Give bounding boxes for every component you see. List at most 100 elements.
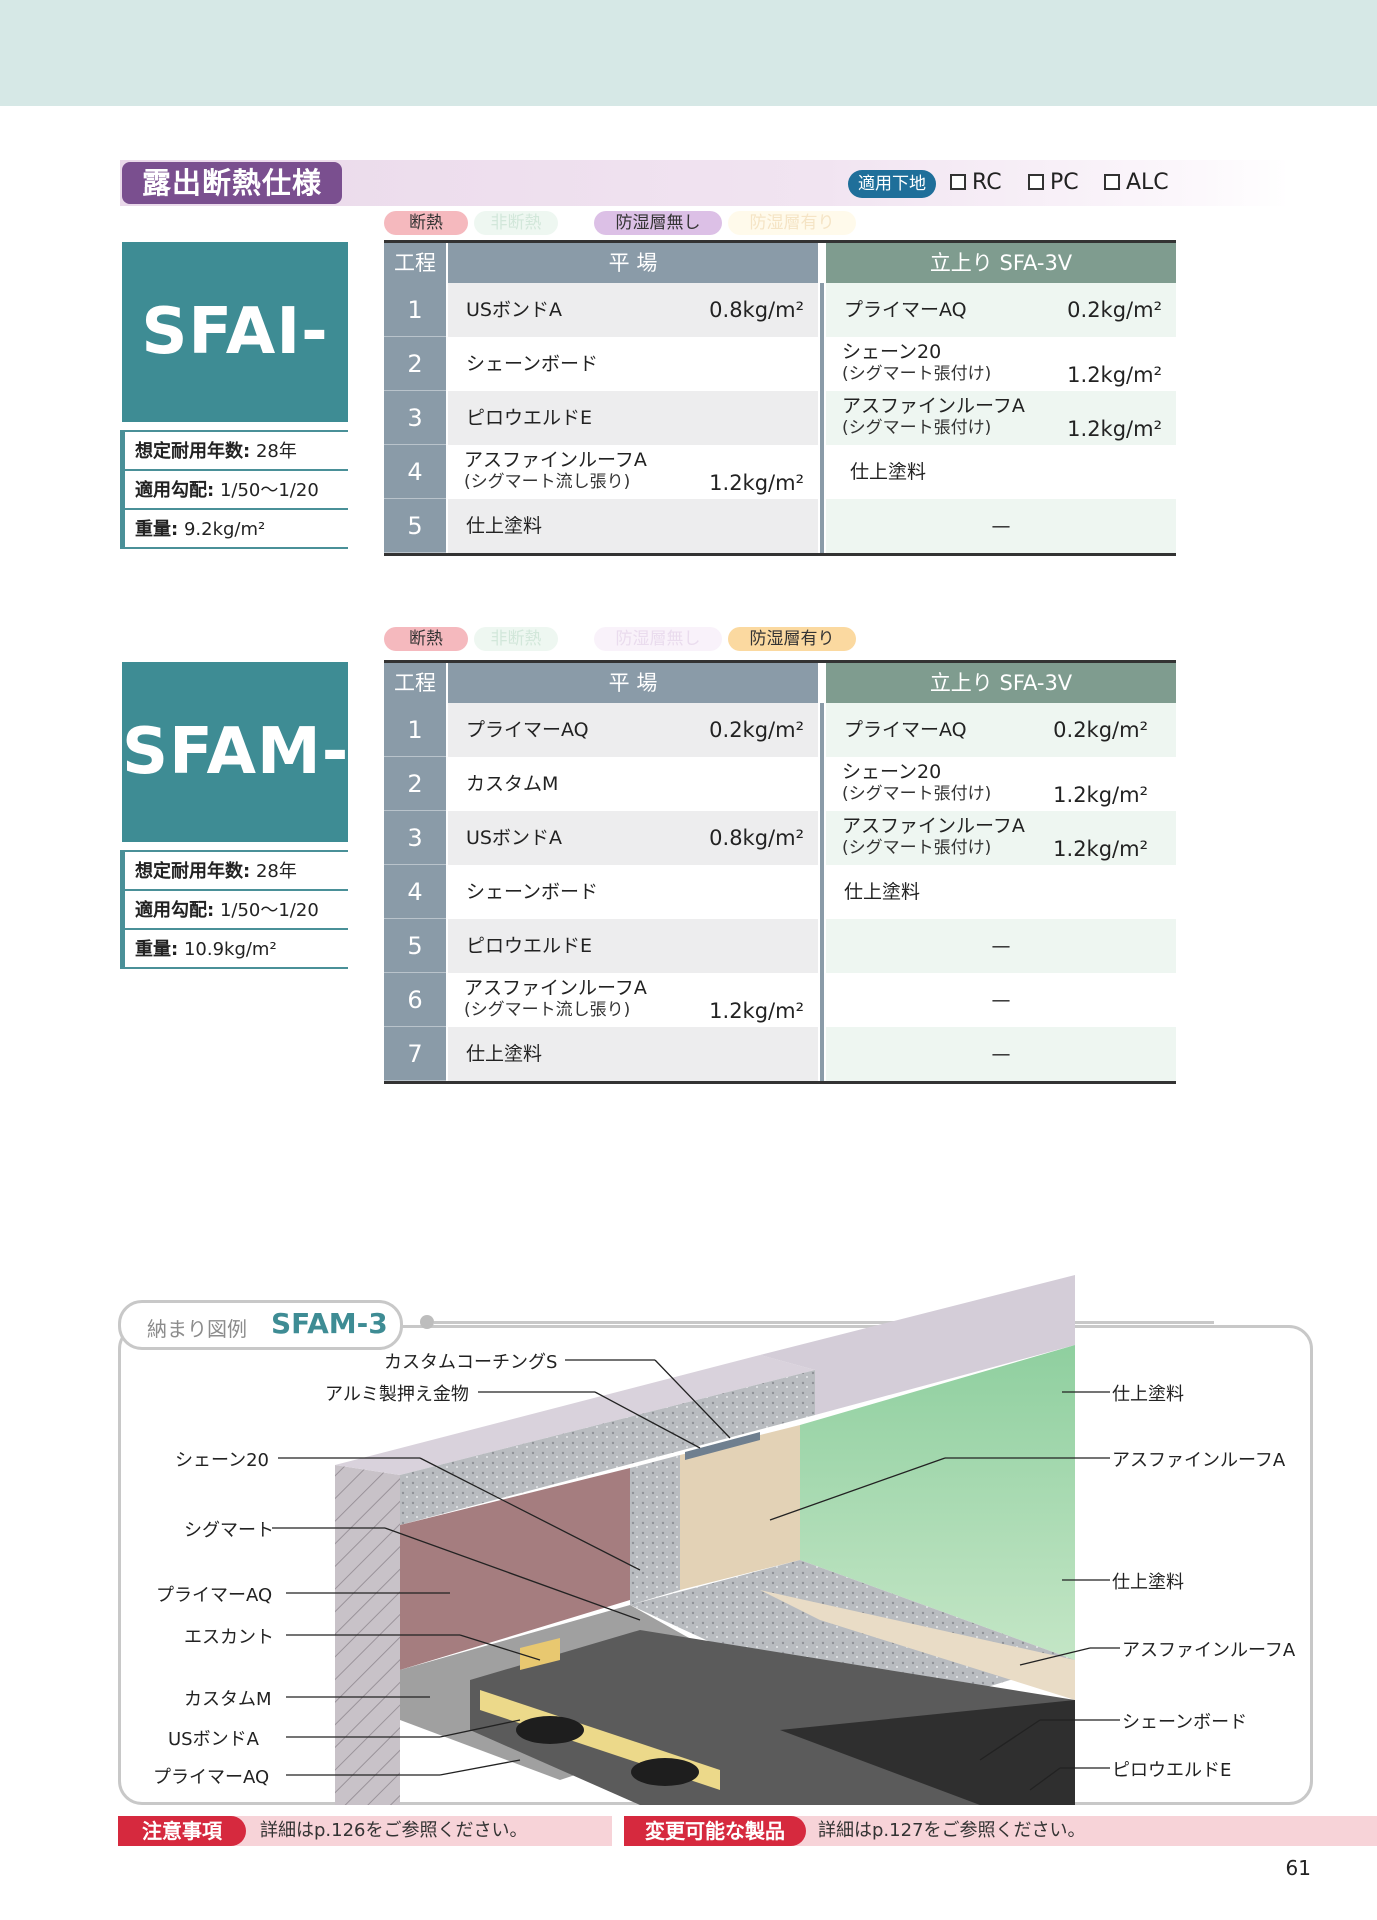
label-primer-aq-2: プライマーAQ [153,1767,270,1788]
step-number: 1 [384,703,446,757]
label-shane20: シェーン20 [175,1450,270,1471]
parapet-cap [335,1355,815,1475]
column-divider [818,865,826,919]
substrate-option-rc: RC [950,168,1002,198]
label-escant: エスカント [184,1627,274,1648]
label-custom-m: カスタムM [184,1689,272,1710]
upright-cell: — [826,499,1176,553]
finish-paint-upright [800,1345,1075,1660]
fixing-disc [631,1758,699,1786]
tag-vapor-barrier: 防湿層有り [728,211,856,235]
table-row: 2 シェーンボード シェーン20(シグマート張付け)1.2kg/m² [384,337,1176,391]
upright-cell: 仕上塗料 [826,445,1176,499]
upright-cell: シェーン20(シグマート張付け)1.2kg/m² [826,757,1176,811]
table-bottom-rule [384,553,1176,556]
coping [760,1275,1075,1415]
pillow-weld-layer [780,1700,1075,1805]
tag-insulated: 断熱 [384,627,468,651]
flat-sheet [760,1590,1075,1700]
flat-cell: ピロウエルドE [448,919,818,973]
checkbox-icon [1104,174,1120,190]
tag-non-insulated: 非断熱 [474,627,558,651]
header-step: 工程 [384,243,446,283]
info-row: 適用勾配: 1/50〜1/20 [125,471,348,510]
flat-cell: カスタムM [448,757,818,811]
product-name: SFAM-3 [122,662,348,969]
step-number: 6 [384,973,446,1027]
substrate-label: 適用下地 [848,170,936,198]
asphine-roof-upright [680,1425,800,1590]
table-row: 4 アスファインルーフA(シグマート流し張り)1.2kg/m² 仕上塗料 [384,445,1176,499]
substrate-option-pc: PC [1028,168,1079,198]
column-divider [818,811,826,865]
step-number: 3 [384,391,446,445]
aluminum-bar [685,1432,760,1460]
info-row: 適用勾配: 1/50〜1/20 [125,891,348,930]
header-upright: 立上り SFA-3V [826,243,1176,283]
info-row: 想定耐用年数: 28年 [125,432,348,471]
header-flat: 平 場 [448,663,818,703]
wall-face [400,1468,630,1670]
top-band [0,0,1377,106]
column-divider [818,445,826,499]
tag-no-vapor-barrier: 防湿層無し [594,211,722,235]
checkbox-icon [950,174,966,190]
step-number: 3 [384,811,446,865]
step-number: 5 [384,919,446,973]
substrate-option-alc: ALC [1104,168,1169,198]
note-text: 詳細はp.126をご参照ください。 [260,1820,528,1841]
label-sigmart: シグマート [184,1520,274,1541]
column-divider [818,919,826,973]
connector-dot [420,1315,434,1329]
table-row: 7 仕上塗料 — [384,1027,1176,1081]
tag-no-vapor-barrier: 防湿層無し [594,627,722,651]
upright-cell: シェーン20(シグマート張付け)1.2kg/m² [826,337,1176,391]
section-title: 露出断熱仕様 [122,162,342,204]
flat-cell: 仕上塗料 [448,1027,818,1081]
table-row: 5 ピロウエルドE — [384,919,1176,973]
label-shane-board: シェーンボード [1122,1712,1248,1733]
column-divider [818,703,826,757]
table-header: 工程 平 場 立上り SFA-3V [384,660,1176,703]
header-flat: 平 場 [448,243,818,283]
table-row: 2 カスタムM シェーン20(シグマート張付け)1.2kg/m² [384,757,1176,811]
column-divider [818,973,826,1027]
table-row: 4 シェーンボード 仕上塗料 [384,865,1176,919]
detail-drawing-tab: 納まり図例 SFAM-3 [118,1300,403,1350]
flat-cell: ピロウエルドE [448,391,818,445]
upright-cell: — [826,1027,1176,1081]
upright-cell: アスファインルーフA(シグマート張付け)1.2kg/m² [826,811,1176,865]
upright-cell: — [826,919,1176,973]
note-label: 注意事項 [118,1816,246,1846]
column-divider [818,757,826,811]
tag-vapor-barrier: 防湿層有り [728,627,856,651]
label-asphine-roof-a-2: アスファインルーフA [1122,1640,1296,1661]
drawing-tab-title: SFAM-3 [271,1307,388,1340]
upright-cell: — [826,973,1176,1027]
flat-cell: アスファインルーフA(シグマート流し張り)1.2kg/m² [448,973,818,1027]
step-number: 7 [384,1027,446,1081]
flat-cell: シェーンボード [448,337,818,391]
step-number: 2 [384,757,446,811]
page-number: 61 [1285,1856,1311,1880]
upright-cell: 仕上塗料 [826,865,1176,919]
label-custom-coating-s: カスタムコーチングS [384,1352,558,1373]
tag-non-insulated: 非断熱 [474,211,558,235]
drawing-tab-label: 納まり図例 [147,1317,247,1341]
fixing-disc [516,1716,584,1744]
label-finish-paint: 仕上塗料 [1112,1384,1184,1405]
step-number: 4 [384,865,446,919]
product-name: SFAI-3 [122,242,348,549]
flat-cell: アスファインルーフA(シグマート流し張り)1.2kg/m² [448,445,818,499]
label-finish-paint-2: 仕上塗料 [1112,1572,1184,1593]
info-row: 重量: 10.9kg/m² [125,930,348,969]
step-number: 2 [384,337,446,391]
table-row: 5 仕上塗料 — [384,499,1176,553]
